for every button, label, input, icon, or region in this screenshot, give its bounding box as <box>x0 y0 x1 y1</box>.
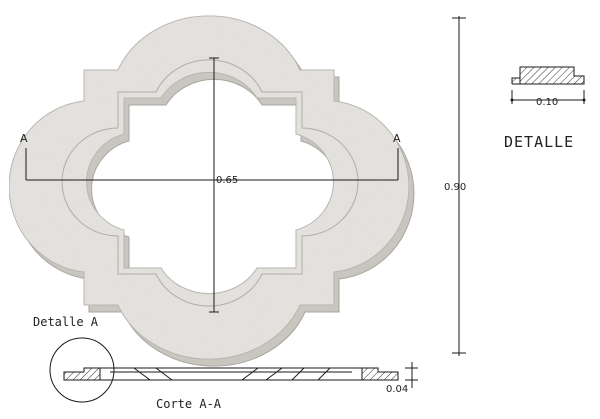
detail-width-label: 0.10 <box>536 97 558 108</box>
detail-profile <box>510 66 586 104</box>
section-title: Corte A-A <box>156 397 222 411</box>
section-marker-right: A <box>393 132 401 145</box>
height-dimension <box>452 16 466 356</box>
quatrefoil-frame <box>8 15 415 367</box>
frame-inner-bevel <box>61 59 359 307</box>
section-view <box>63 362 418 388</box>
detail-reference-label: Detalle A <box>33 315 99 329</box>
section-marker-left: A <box>20 132 28 145</box>
frame-face <box>8 15 410 360</box>
thickness-dimension-label: 0.04 <box>386 384 408 395</box>
width-dimension-label: 0.65 <box>216 175 238 186</box>
detail-callout-circle <box>49 337 115 403</box>
detail-title: DETALLE <box>504 133 574 151</box>
height-dimension-label: 0.90 <box>444 182 466 193</box>
width-dimension <box>25 57 399 313</box>
